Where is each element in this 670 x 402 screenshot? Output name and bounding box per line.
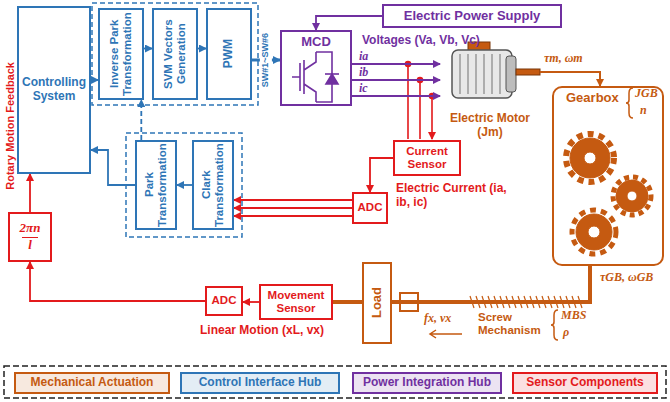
connector [29, 174, 31, 212]
edge-label: ic [358, 82, 369, 95]
node-text: ADC [212, 294, 237, 307]
annotation-label: Rotary Motion Feedback [4, 62, 17, 190]
node-text: Clark Transformation [200, 143, 226, 227]
legend-frame [4, 366, 666, 398]
connector [234, 199, 352, 201]
node-text: Inverse Park Transformation [108, 11, 134, 97]
annotation-label: Electric Current (ia, ib, ic) [396, 182, 516, 210]
current-tap [406, 62, 435, 140]
node-text: Load [370, 287, 385, 318]
annotation-label: fx, vx [424, 312, 451, 326]
connector [140, 100, 142, 140]
transform-box: SVM Vectors Generation [152, 8, 198, 100]
gear-illustration [566, 134, 651, 254]
connector [333, 300, 362, 304]
power-supply-box: Electric Power Supply [382, 4, 562, 28]
annotation-label: τm, ωm [544, 52, 583, 66]
node-text: Electric Power Supply [404, 9, 541, 24]
node-text: Gearbox [566, 91, 619, 106]
group-outline [92, 3, 258, 105]
node-text: SVM Vectors Generation [162, 11, 188, 97]
motor-illustration [452, 42, 540, 98]
annotation-label: Linear Motion (xL, vx) [200, 324, 324, 338]
edge-label: SW#1~SW#6 [260, 33, 272, 87]
annotation-label: τGB, ωGB [600, 271, 653, 285]
control-box: Controlling System [17, 6, 91, 174]
node-text: MCD [301, 35, 331, 50]
motor: Electric Motor (Jm) [440, 42, 540, 140]
annotation-label: n [640, 104, 647, 118]
load-box: Load [362, 262, 392, 344]
adc-box: ADC [352, 192, 388, 224]
transform-box: Clark Transformation [192, 140, 234, 230]
igbt-symbol [292, 52, 339, 102]
sensor-box: Movement Sensor [259, 284, 333, 320]
legend-swatch: Power Integration Hub [352, 372, 502, 394]
ratio-box: 2πnl [8, 212, 52, 262]
brace [551, 310, 558, 340]
sensor-box: Current Sensor [393, 140, 461, 176]
legend-text: Mechanical Actuation [31, 376, 154, 390]
connector [352, 95, 440, 97]
node-text: Movement Sensor [261, 289, 331, 315]
gearbox: Gearbox [552, 86, 664, 266]
legend-swatch: Control Interface Hub [180, 372, 340, 394]
node-text: l [22, 237, 38, 253]
connector [234, 215, 352, 217]
node-text: Park Transformation [143, 143, 169, 227]
node-text: 2πn [20, 221, 41, 236]
connector [198, 48, 206, 50]
connector [540, 72, 600, 86]
edge-label: ia [358, 50, 369, 63]
node-text: Controlling System [19, 76, 89, 104]
connector [352, 63, 440, 65]
connector [243, 301, 259, 303]
annotation-label: ρ [563, 326, 569, 340]
force-arrow [430, 330, 462, 338]
annotation-label: Screw Mechanism [478, 311, 552, 337]
pwm-box: PWM [206, 8, 252, 100]
connector [392, 266, 590, 302]
annotation-label: JGB [635, 87, 658, 101]
transform-box: Park Transformation [135, 140, 177, 230]
legend-text: Control Interface Hub [199, 376, 322, 390]
connector [316, 16, 382, 30]
connector [234, 207, 352, 209]
annotation-label: MBS [561, 309, 586, 323]
legend-text: Power Integration Hub [363, 376, 491, 390]
node-text: Electric Motor (Jm) [444, 112, 536, 140]
node-text: Current Sensor [395, 145, 459, 171]
connector [91, 79, 98, 81]
adc-box: ADC [205, 286, 243, 316]
annotation-label: Voltages (Va, Vb, Vc) [362, 34, 480, 48]
node-text: PWM [222, 39, 236, 68]
connector [144, 48, 152, 50]
connector [30, 262, 205, 301]
connector [370, 158, 393, 192]
driver-box: MCD [280, 30, 352, 106]
connector [91, 150, 135, 185]
transform-box: Inverse Park Transformation [98, 8, 144, 100]
legend-text: Sensor Components [526, 376, 643, 390]
legend-swatch: Sensor Components [512, 372, 658, 394]
connector [352, 79, 440, 81]
edge-label: ib [358, 66, 369, 79]
legend-swatch: Mechanical Actuation [14, 372, 170, 394]
brace [626, 88, 633, 118]
node-text: ADC [358, 201, 383, 214]
group-outline [126, 133, 242, 237]
connector [177, 184, 192, 186]
